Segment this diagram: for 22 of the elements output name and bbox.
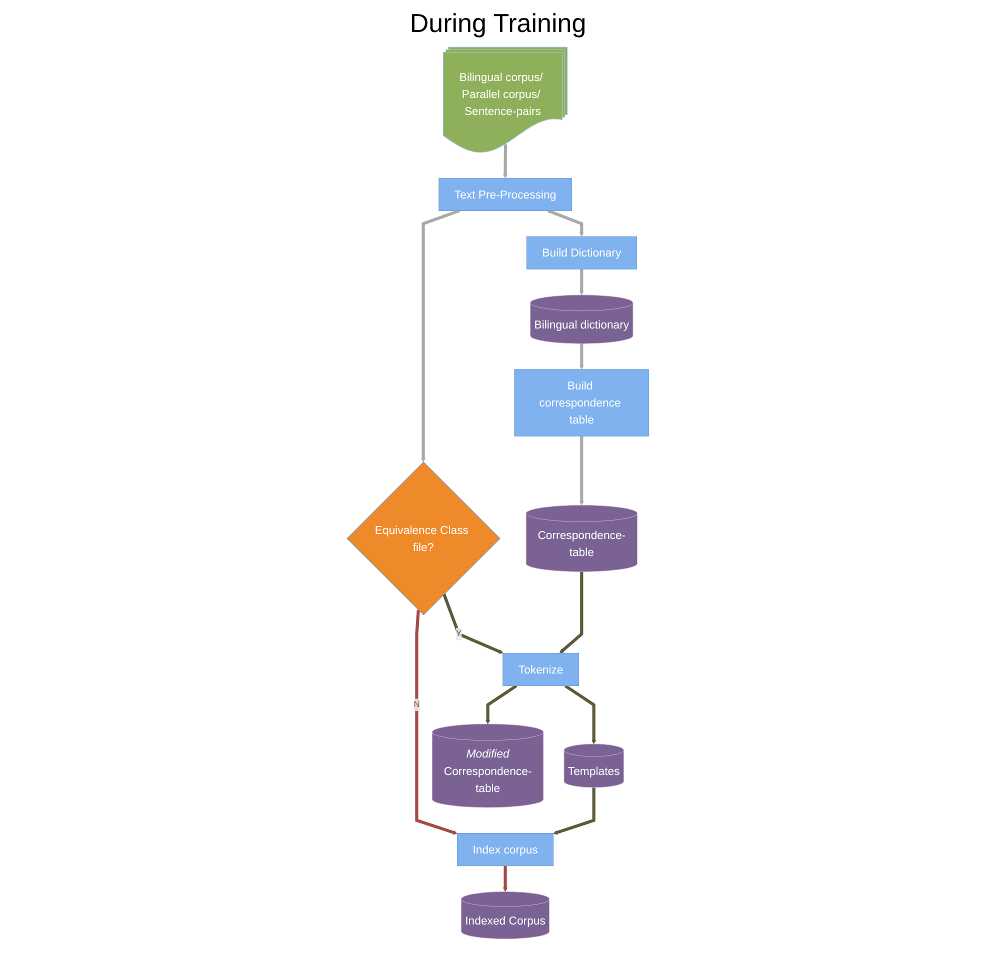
arrow xyxy=(503,144,508,178)
edge-label: N xyxy=(414,700,420,710)
node-diamond: Equivalence Class file? xyxy=(346,462,500,616)
arrow xyxy=(564,684,596,744)
node-box: Text Pre-Processing xyxy=(438,178,572,211)
node-box: Build Dictionary xyxy=(526,236,637,270)
edge-label: Y xyxy=(456,629,462,638)
arrow xyxy=(553,787,596,835)
arrow xyxy=(486,684,518,724)
arrow xyxy=(415,610,458,835)
node-box: Index corpus xyxy=(457,833,554,866)
diagram-title: During Training xyxy=(408,8,588,39)
arrow xyxy=(579,344,584,370)
node-box: Tokenize xyxy=(502,652,580,686)
arrow xyxy=(421,209,460,462)
arrow xyxy=(559,572,584,654)
node-box: Build correspondence table xyxy=(514,369,650,436)
arrow xyxy=(442,594,504,654)
arrow xyxy=(547,209,584,237)
arrow xyxy=(579,269,584,296)
arrow xyxy=(579,436,584,506)
arrow xyxy=(503,866,508,892)
